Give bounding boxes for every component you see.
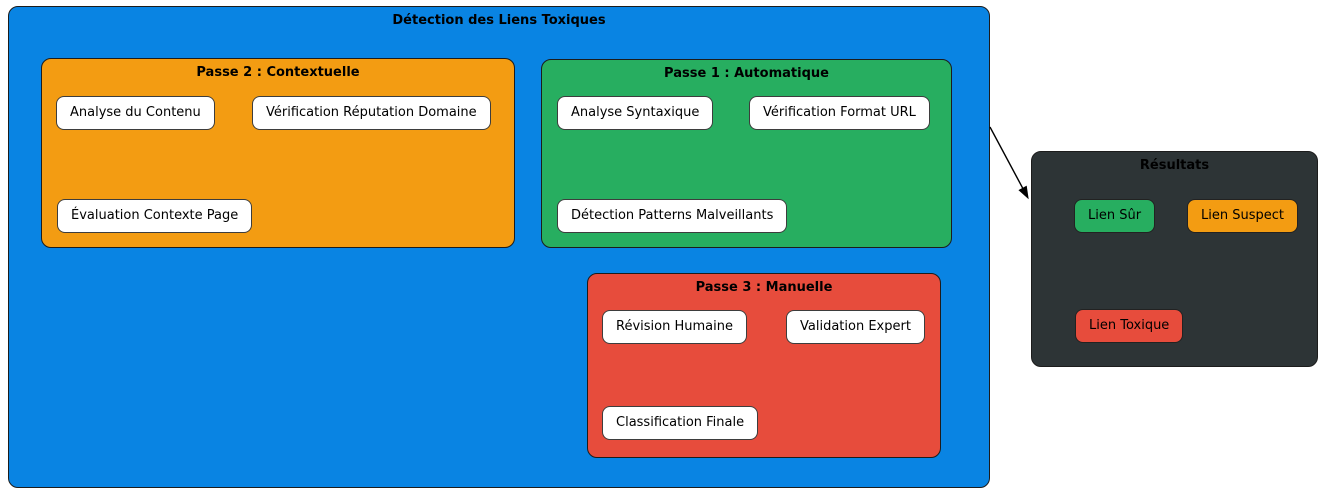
node-analyse-syntaxique: Analyse Syntaxique	[557, 96, 714, 130]
node-classification-finale: Classification Finale	[602, 406, 759, 440]
node-revision-humaine: Révision Humaine	[602, 310, 747, 344]
cluster-passe-2-contextuelle: Passe 2 : Contextuelle Analyse du Conten…	[41, 58, 515, 248]
node-verification-format-url: Vérification Format URL	[749, 96, 930, 130]
diagram-title: Détection des Liens Toxiques	[392, 13, 606, 28]
node-analyse-du-contenu: Analyse du Contenu	[56, 96, 215, 130]
node-lien-suspect: Lien Suspect	[1187, 199, 1298, 233]
cluster-resultats: Résultats Lien Sûr Lien Suspect Lien Tox…	[1031, 151, 1318, 367]
node-lien-toxique: Lien Toxique	[1075, 309, 1184, 343]
cluster-passe-3-title: Passe 3 : Manuelle	[695, 280, 833, 295]
node-lien-sur: Lien Sûr	[1074, 199, 1156, 233]
node-evaluation-contexte-page: Évaluation Contexte Page	[57, 199, 253, 233]
detection-container: Détection des Liens Toxiques Passe 2 : C…	[8, 6, 990, 488]
cluster-passe-1-title: Passe 1 : Automatique	[664, 66, 829, 81]
cluster-passe-2-title: Passe 2 : Contextuelle	[196, 65, 360, 80]
cluster-resultats-title: Résultats	[1139, 158, 1210, 173]
node-detection-patterns-malveillants: Détection Patterns Malveillants	[557, 199, 788, 233]
cluster-passe-1-automatique: Passe 1 : Automatique Analyse Syntaxique…	[541, 59, 952, 248]
node-verification-reputation-domaine: Vérification Réputation Domaine	[252, 96, 491, 130]
node-validation-expert: Validation Expert	[786, 310, 925, 344]
cluster-passe-3-manuelle: Passe 3 : Manuelle Révision Humaine Vali…	[587, 273, 941, 458]
